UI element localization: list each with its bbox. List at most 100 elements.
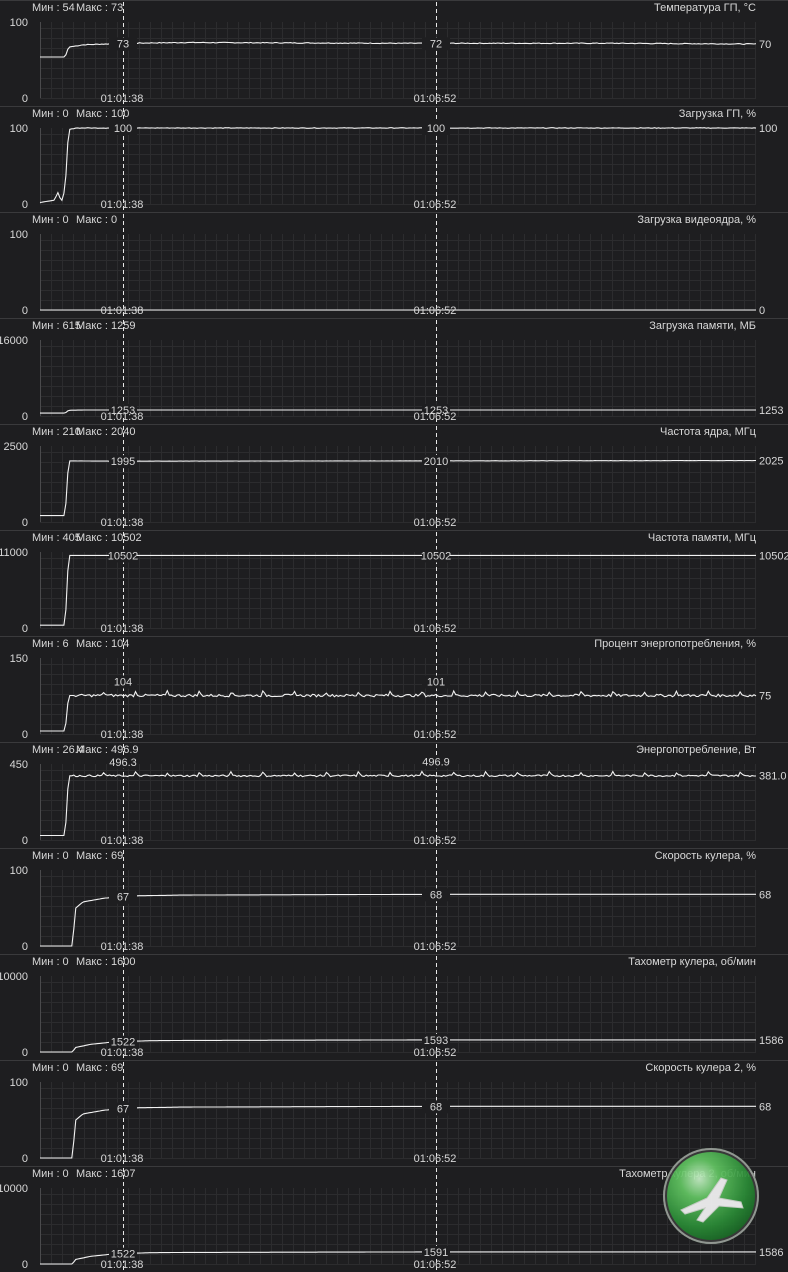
panel-title: Частота памяти, МГц [648,532,757,544]
cursor1-value: 1995 [111,456,135,468]
y-axis-min: 0 [22,623,28,635]
y-axis-max: 10000 [0,971,28,983]
min-label: Мин : 210 [32,426,81,438]
time-label: 01:01:38 [101,1047,144,1059]
cursor2-value: 2010 [424,456,448,468]
y-axis-min: 0 [22,1153,28,1165]
y-axis-min: 0 [22,305,28,317]
panel-title: Температура ГП, °C [654,2,756,14]
min-label: Мин : 615 [32,320,81,332]
time-label: 01:06:52 [414,835,457,847]
min-label: Мин : 0 [32,956,69,968]
series-line [40,1039,756,1053]
y-axis-max: 10000 [0,1183,28,1195]
y-axis-max: 100 [10,865,28,877]
panel-power-percent: Мин : 6 Макс : 104 Процент энергопотреблен… [0,636,788,742]
graph-grid [40,340,756,417]
y-axis-min: 0 [22,1047,28,1059]
series-line [40,1251,756,1265]
y-axis-max: 2500 [4,441,28,453]
time-label: 01:01:38 [101,93,144,105]
cursor1-value: 10502 [108,550,139,562]
y-axis-max: 100 [10,1077,28,1089]
y-axis-max: 100 [10,17,28,29]
cursor1-value: 100 [114,123,132,135]
min-label: Мин : 54 [32,2,75,14]
current-value: 68 [759,1101,771,1113]
series-line [40,893,756,947]
series-line [40,409,756,414]
series-line [40,41,757,58]
y-axis-max: 150 [10,653,28,665]
cursor2-value: 101 [427,676,445,688]
current-value: 1586 [759,1035,783,1047]
cursor2-value: 1591 [424,1247,448,1259]
panel-title: Тахометр кулера, об/мин [628,956,756,968]
y-axis-min: 0 [22,941,28,953]
time-label: 01:01:38 [101,1259,144,1271]
cursor2-value: 10502 [421,550,452,562]
min-label: Мин : 6 [32,638,69,650]
panel-title: Частота ядра, МГц [660,426,757,438]
max-label: Макс : 69 [76,1062,123,1074]
y-axis-max: 450 [10,759,28,771]
max-label: Макс : 73 [76,2,123,14]
time-label: 01:01:38 [101,411,144,423]
cursor1-value: 1522 [111,1249,135,1261]
current-value: 1253 [759,405,783,417]
time-label: 01:06:52 [414,623,457,635]
time-label: 01:06:52 [414,1259,457,1271]
cursor2-value: 72 [430,38,442,50]
current-value: 1586 [759,1247,783,1259]
series-line [40,1105,756,1159]
y-axis-min: 0 [22,835,28,847]
time-label: 01:06:52 [414,93,457,105]
series-line [40,554,756,626]
panel-title: Процент энергопотребления, % [594,638,756,650]
current-value: 10502 [759,550,788,562]
min-label: Мин : 405 [32,532,81,544]
time-label: 01:06:52 [414,729,457,741]
series-line [39,127,757,204]
cursor1-value: 67 [117,1104,129,1116]
series-line [40,689,757,732]
max-label: Макс : 104 [76,638,129,650]
time-label: 01:06:52 [414,941,457,953]
cursor1-value: 104 [114,676,132,688]
jet-icon [680,1177,744,1223]
min-label: Мин : 0 [32,850,69,862]
panel-title: Загрузка памяти, МБ [649,320,756,332]
y-axis-min: 0 [22,411,28,423]
cursor2-value: 496.9 [422,757,450,769]
cursor1-value: 1522 [111,1037,135,1049]
max-label: Макс : 69 [76,850,123,862]
graph-grid [40,446,756,523]
max-label: Макс : 10502 [76,532,142,544]
graph-grid [40,976,756,1053]
time-label: 01:06:52 [414,1153,457,1165]
time-label: 01:01:38 [101,729,144,741]
y-axis-min: 0 [22,199,28,211]
time-label: 01:01:38 [101,305,144,317]
max-label: Макс : 2040 [76,426,135,438]
panel-title: Скорость кулера 2, % [645,1062,756,1074]
cursor1-value: 73 [117,38,129,50]
cursor1-value: 1253 [111,405,135,417]
y-axis-min: 0 [22,729,28,741]
y-axis-min: 0 [22,93,28,105]
min-label: Мин : 26.4 [32,744,84,756]
y-axis-max: 16000 [0,335,28,347]
y-axis-max: 100 [10,123,28,135]
time-label: 01:06:52 [414,517,457,529]
cursor2-value: 68 [430,889,442,901]
time-label: 01:01:38 [101,1153,144,1165]
min-label: Мин : 0 [32,1168,69,1180]
